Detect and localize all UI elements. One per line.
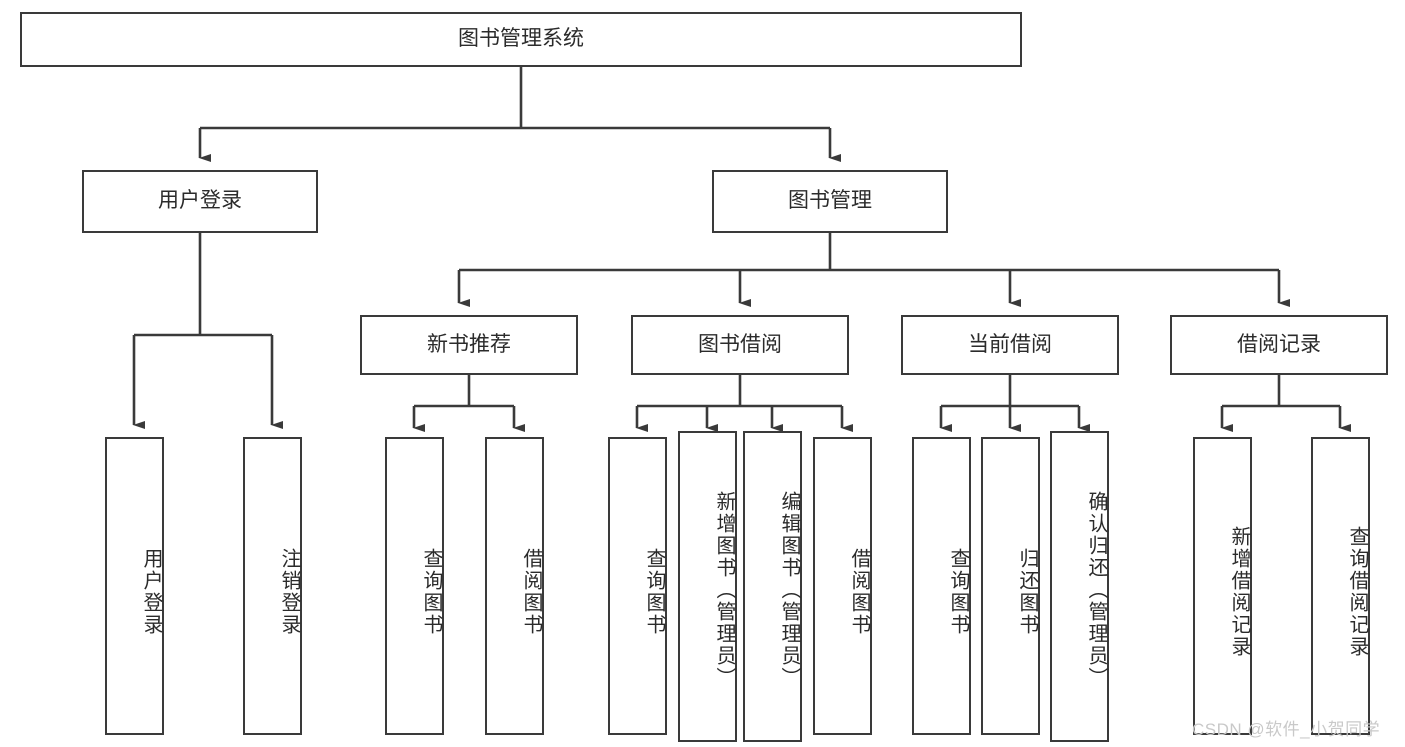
node-label: 新书推荐: [427, 332, 511, 356]
node-label: 当前借阅: [968, 332, 1052, 356]
node-book-management-system[interactable]: 图书管理系统: [20, 12, 1022, 67]
leaf-return-book[interactable]: 归还图书: [981, 437, 1040, 735]
leaf-query-book-borrow[interactable]: 查询图书: [608, 437, 667, 735]
node-borrow-record[interactable]: 借阅记录: [1170, 315, 1388, 375]
node-label: 借阅记录: [1237, 332, 1321, 356]
leaf-add-book-admin[interactable]: 新增图书（管理员）: [678, 431, 737, 742]
node-label: 注销登录: [278, 548, 300, 636]
node-label: 查询图书: [643, 548, 665, 636]
leaf-confirm-return-admin[interactable]: 确认归还（管理员）: [1050, 431, 1109, 742]
leaf-logout-login[interactable]: 注销登录: [243, 437, 302, 735]
node-label: 新增借阅记录: [1228, 526, 1250, 658]
leaf-user-login[interactable]: 用户登录: [105, 437, 164, 735]
node-label: 图书管理: [788, 189, 872, 213]
leaf-query-book-recommend[interactable]: 查询图书: [385, 437, 444, 735]
node-label: 查询图书: [420, 548, 442, 636]
node-label: 用户登录: [140, 548, 162, 636]
node-current-borrow[interactable]: 当前借阅: [901, 315, 1119, 375]
node-label: 查询借阅记录: [1346, 526, 1368, 658]
node-label: 新增图书（管理员）: [713, 490, 735, 689]
leaf-borrow-book-recommend[interactable]: 借阅图书: [485, 437, 544, 735]
node-label: 编辑图书（管理员）: [778, 490, 800, 689]
node-label: 归还图书: [1016, 548, 1038, 636]
node-label: 用户登录: [158, 189, 242, 213]
node-label: 确认归还（管理员）: [1085, 490, 1107, 689]
node-book-borrow[interactable]: 图书借阅: [631, 315, 849, 375]
node-label: 图书管理系统: [458, 27, 584, 51]
leaf-edit-book-admin[interactable]: 编辑图书（管理员）: [743, 431, 802, 742]
leaf-borrow-book[interactable]: 借阅图书: [813, 437, 872, 735]
node-book-management[interactable]: 图书管理: [712, 170, 948, 233]
node-label: 借阅图书: [520, 548, 542, 636]
node-new-book-recommend[interactable]: 新书推荐: [360, 315, 578, 375]
node-label: 图书借阅: [698, 332, 782, 356]
node-label: 借阅图书: [848, 548, 870, 636]
csdn-watermark: CSDN @软件_小贺同学: [1192, 720, 1381, 739]
node-label: 查询图书: [947, 548, 969, 636]
leaf-query-borrow-record[interactable]: 查询借阅记录: [1311, 437, 1370, 735]
leaf-query-book-current[interactable]: 查询图书: [912, 437, 971, 735]
node-user-login[interactable]: 用户登录: [82, 170, 318, 233]
leaf-add-borrow-record[interactable]: 新增借阅记录: [1193, 437, 1252, 735]
